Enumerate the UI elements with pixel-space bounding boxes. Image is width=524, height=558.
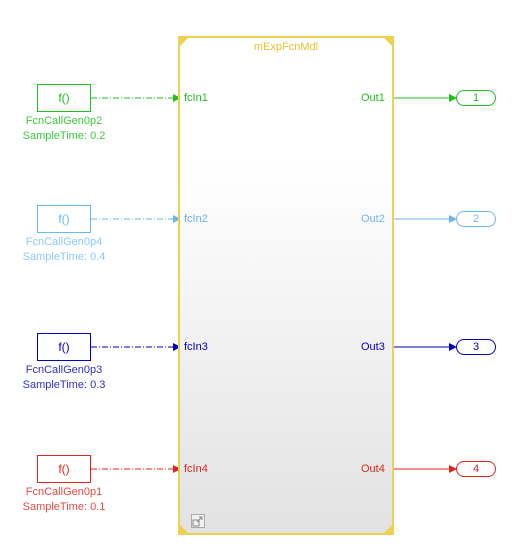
generator-name: FcnCallGen0p4 — [25, 236, 103, 248]
outport-block[interactable]: 2 — [456, 211, 496, 227]
input-port-label-4: fcIn4 — [184, 463, 208, 475]
model-reference-block[interactable] — [178, 36, 394, 535]
generator-name: FcnCallGen0p2 — [25, 115, 103, 127]
generator-sample-time: SampleTime: 0.2 — [22, 130, 106, 142]
generator-name: FcnCallGen0p3 — [25, 364, 103, 376]
outport-block[interactable]: 3 — [456, 339, 496, 355]
model-block-corners — [180, 38, 392, 533]
fcn-call-generator-block[interactable]: f() — [37, 205, 91, 233]
output-port-label-3: Out3 — [361, 341, 385, 353]
model-name: mExpFcnMdl — [253, 41, 319, 53]
model-reference-icon — [191, 514, 205, 528]
input-port-label-1: fcIn1 — [184, 92, 208, 104]
output-port-label-2: Out2 — [361, 213, 385, 225]
input-port-label-2: fcIn2 — [184, 213, 208, 225]
outport-block[interactable]: 1 — [456, 90, 496, 106]
generator-sample-time: SampleTime: 0.4 — [22, 251, 106, 263]
output-port-label-1: Out1 — [361, 92, 385, 104]
fcn-call-generator-block[interactable]: f() — [37, 455, 91, 483]
generator-sample-time: SampleTime: 0.3 — [22, 379, 106, 391]
input-port-label-3: fcIn3 — [184, 341, 208, 353]
fcn-call-generator-block[interactable]: f() — [37, 84, 91, 112]
output-port-label-4: Out4 — [361, 463, 385, 475]
outport-block[interactable]: 4 — [456, 461, 496, 477]
generator-name: FcnCallGen0p1 — [25, 486, 103, 498]
fcn-call-generator-block[interactable]: f() — [37, 333, 91, 361]
generator-sample-time: SampleTime: 0.1 — [22, 501, 106, 513]
